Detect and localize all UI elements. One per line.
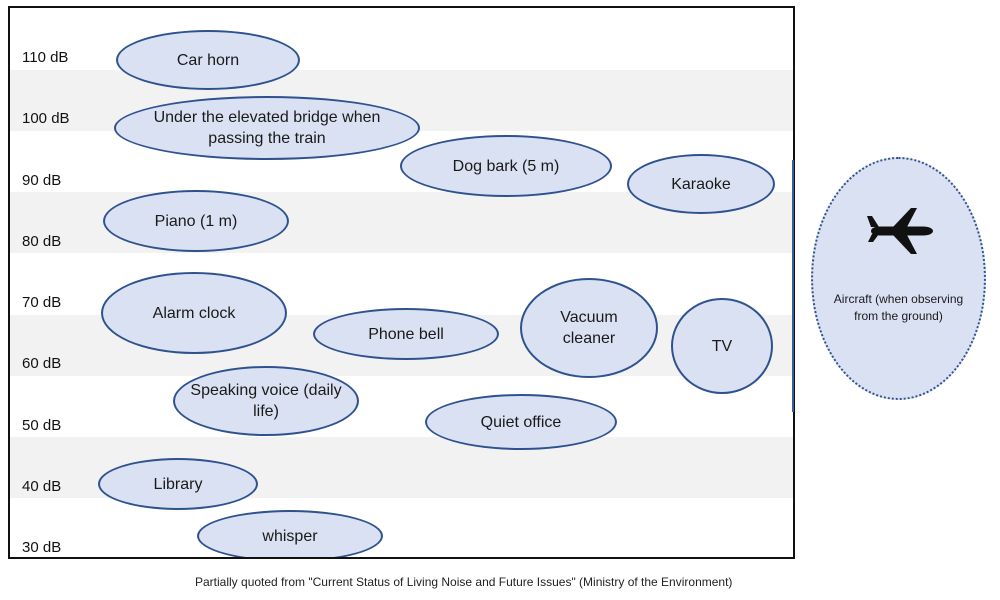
speaking-voice-ellipse: Speaking voice (daily life)	[173, 366, 359, 436]
elevated-bridge-ellipse: Under the elevated bridge when passing t…	[114, 96, 420, 160]
car-horn-ellipse: Car horn	[116, 30, 300, 90]
y-label-100: 100 dB	[22, 110, 70, 127]
y-label-30: 30 dB	[22, 539, 62, 556]
noise-level-chart: 110 dB 100 dB 90 dB 80 dB 70 dB 60 dB 50…	[8, 6, 795, 559]
y-label-70: 70 dB	[22, 294, 62, 311]
quiet-office-ellipse: Quiet office	[425, 394, 617, 450]
whisper-ellipse: whisper	[197, 510, 383, 557]
piano-ellipse: Piano (1 m)	[103, 190, 289, 252]
y-label-60: 60 dB	[22, 355, 62, 372]
airplane-icon	[867, 208, 933, 254]
phone-bell-ellipse: Phone bell	[313, 308, 499, 360]
y-label-50: 50 dB	[22, 417, 62, 434]
right-range-line	[792, 160, 794, 412]
y-label-90: 90 dB	[22, 172, 62, 189]
vacuum-cleaner-ellipse: Vacuum cleaner	[520, 278, 658, 378]
y-label-40: 40 dB	[22, 478, 62, 495]
alarm-clock-ellipse: Alarm clock	[101, 272, 287, 354]
source-note: Partially quoted from "Current Status of…	[195, 575, 733, 589]
aircraft-ellipse: Aircraft (when observing from the ground…	[811, 157, 986, 400]
karaoke-ellipse: Karaoke	[627, 154, 775, 214]
dog-bark-ellipse: Dog bark (5 m)	[400, 135, 612, 197]
tv-ellipse: TV	[671, 298, 773, 394]
aircraft-label: Aircraft (when observing from the ground…	[833, 292, 964, 323]
y-label-80: 80 dB	[22, 233, 62, 250]
library-ellipse: Library	[98, 458, 258, 510]
y-label-110: 110 dB	[22, 49, 69, 66]
